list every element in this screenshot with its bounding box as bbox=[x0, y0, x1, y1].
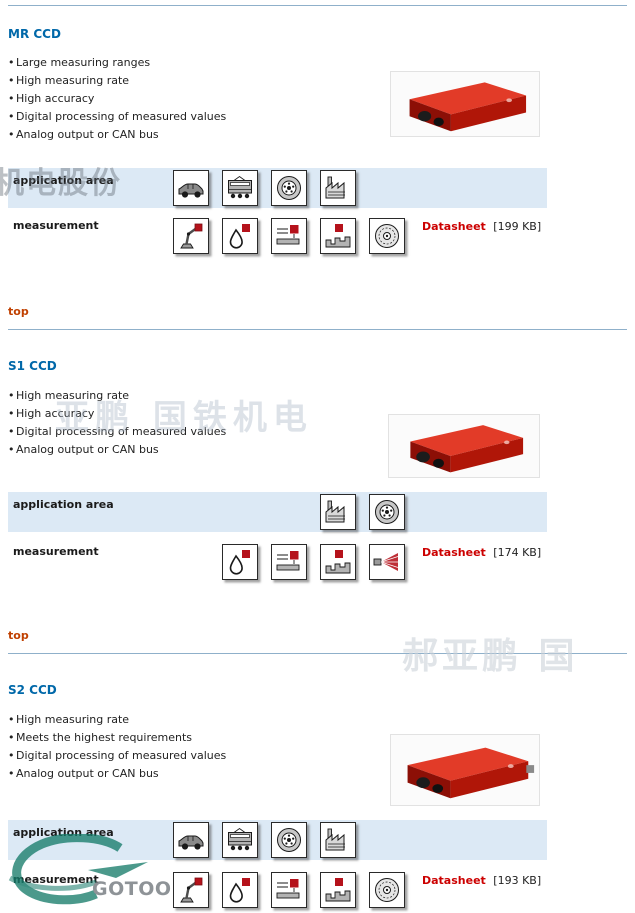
top-link[interactable]: top bbox=[8, 305, 29, 318]
datasheet-size: [199 KB] bbox=[493, 220, 542, 233]
feature-item: High measuring rate bbox=[8, 387, 627, 405]
factory-icon bbox=[320, 494, 356, 530]
datasheet-size: [174 KB] bbox=[493, 546, 542, 559]
feature-item: Digital processing of measured values bbox=[8, 108, 627, 126]
measurement-row: measurement Datasheet [199 KB] bbox=[8, 213, 547, 259]
spray-icon bbox=[369, 544, 405, 580]
datasheet-link[interactable]: Datasheet bbox=[422, 874, 486, 887]
feature-list: High measuring rateHigh accuracyDigital … bbox=[8, 387, 627, 459]
tire-icon bbox=[271, 170, 307, 206]
application-area-row: application area bbox=[8, 492, 547, 532]
measurement-label: measurement bbox=[13, 219, 99, 232]
section-s2-ccd: S2 CCD High measuring rateMeets the high… bbox=[0, 683, 635, 913]
product-title: S2 CCD bbox=[8, 683, 57, 697]
profile-icon bbox=[320, 544, 356, 580]
train-icon bbox=[222, 170, 258, 206]
icon-spacer bbox=[173, 494, 209, 530]
product-title: S1 CCD bbox=[8, 359, 57, 373]
car-icon bbox=[173, 822, 209, 858]
feature-item: Meets the highest requirements bbox=[8, 729, 627, 747]
car-icon bbox=[173, 170, 209, 206]
factory-icon bbox=[320, 170, 356, 206]
feature-item: Analog output or CAN bus bbox=[8, 765, 627, 783]
section-s1-ccd: S1 CCD High measuring rateHigh accuracyD… bbox=[0, 359, 635, 643]
datasheet-link[interactable]: Datasheet bbox=[422, 546, 486, 559]
sensor-illustration bbox=[409, 82, 527, 132]
product-image-s2-ccd bbox=[390, 734, 540, 806]
icon-spacer bbox=[222, 494, 258, 530]
application-area-label: application area bbox=[13, 826, 114, 839]
application-icons bbox=[173, 170, 356, 206]
top-link[interactable]: top bbox=[8, 629, 29, 642]
factory-icon bbox=[320, 822, 356, 858]
feature-item: High accuracy bbox=[8, 90, 627, 108]
sensor-illustration bbox=[407, 747, 535, 799]
sensor-illustration bbox=[410, 425, 524, 473]
feature-list: High measuring rateMeets the highest req… bbox=[8, 711, 627, 783]
icon-spacer bbox=[173, 544, 209, 580]
feature-item: Analog output or CAN bus bbox=[8, 441, 627, 459]
disc-icon bbox=[369, 872, 405, 908]
section-divider bbox=[8, 329, 627, 330]
product-image-mr-ccd bbox=[390, 71, 540, 137]
feature-list: Large measuring rangesHigh measuring rat… bbox=[8, 54, 627, 144]
robot-arm-icon bbox=[173, 872, 209, 908]
thickness-icon bbox=[271, 544, 307, 580]
measurement-row: measurement Datasheet [193 KB] bbox=[8, 867, 547, 913]
measurement-label: measurement bbox=[13, 545, 99, 558]
thickness-icon bbox=[271, 218, 307, 254]
product-image-s1-ccd bbox=[388, 414, 540, 478]
thickness-icon bbox=[271, 872, 307, 908]
datasheet-link[interactable]: Datasheet bbox=[422, 220, 486, 233]
datasheet: Datasheet [199 KB] bbox=[422, 213, 541, 233]
measurement-icons bbox=[173, 218, 405, 254]
icon-spacer bbox=[271, 494, 307, 530]
application-icons bbox=[173, 822, 356, 858]
datasheet-size: [193 KB] bbox=[493, 874, 542, 887]
application-area-label: application area bbox=[13, 498, 114, 511]
drop-icon bbox=[222, 544, 258, 580]
robot-arm-icon bbox=[173, 218, 209, 254]
train-icon bbox=[222, 822, 258, 858]
measurement-icons bbox=[173, 872, 405, 908]
section-divider bbox=[8, 653, 627, 654]
feature-item: High measuring rate bbox=[8, 72, 627, 90]
application-icons bbox=[173, 494, 405, 530]
measurement-icons bbox=[173, 544, 405, 580]
datasheet: Datasheet [193 KB] bbox=[422, 867, 541, 887]
tire-icon bbox=[271, 822, 307, 858]
feature-item: Digital processing of measured values bbox=[8, 747, 627, 765]
feature-item: Large measuring ranges bbox=[8, 54, 627, 72]
product-title: MR CCD bbox=[8, 27, 61, 41]
section-mr-ccd: MR CCD Large measuring rangesHigh measur… bbox=[0, 27, 635, 319]
top-rule bbox=[8, 5, 627, 6]
datasheet: Datasheet [174 KB] bbox=[422, 539, 541, 559]
measurement-label: measurement bbox=[13, 873, 99, 886]
tire-icon bbox=[369, 494, 405, 530]
application-area-label: application area bbox=[13, 174, 114, 187]
application-area-row: application area bbox=[8, 820, 547, 860]
feature-item: Digital processing of measured values bbox=[8, 423, 627, 441]
feature-item: High accuracy bbox=[8, 405, 627, 423]
profile-icon bbox=[320, 218, 356, 254]
measurement-row: measurement Datasheet [174 KB] bbox=[8, 539, 547, 585]
disc-icon bbox=[369, 218, 405, 254]
feature-item: High measuring rate bbox=[8, 711, 627, 729]
application-area-row: application area bbox=[8, 168, 547, 208]
feature-item: Analog output or CAN bus bbox=[8, 126, 627, 144]
drop-icon bbox=[222, 218, 258, 254]
drop-icon bbox=[222, 872, 258, 908]
profile-icon bbox=[320, 872, 356, 908]
